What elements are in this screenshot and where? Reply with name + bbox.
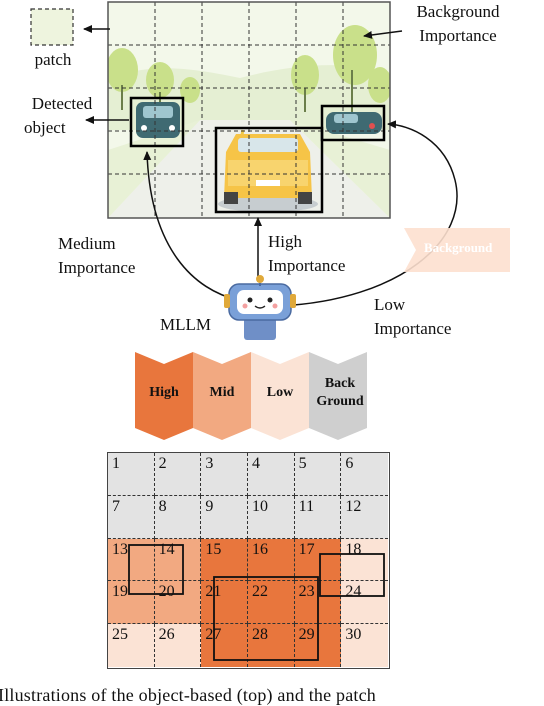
grid-cell-4: 4: [248, 453, 295, 496]
grid-cell-30: 30: [341, 624, 388, 667]
grid-cell-26: 26: [154, 624, 202, 667]
grid-cell-14: 14: [154, 538, 202, 582]
grid-cell-11: 11: [294, 495, 342, 539]
detection-box-left: [129, 96, 185, 148]
grid-cell-25: 25: [108, 624, 155, 667]
car-right: [326, 112, 382, 134]
grid-cell-23: 23: [294, 581, 342, 625]
legend-mid-label: Mid: [209, 385, 235, 400]
grid-cell-27: 27: [201, 624, 248, 667]
grid-cell-15: 15: [201, 538, 248, 582]
scene-diagram: [30, 1, 510, 340]
faded-background-tag: [404, 228, 510, 272]
detection-box-right: [320, 104, 386, 142]
detected-object-label: Detected object: [24, 94, 93, 137]
grid-cell-5: 5: [294, 453, 342, 496]
patch-label: patch: [34, 50, 72, 69]
legend-low-chevron: [251, 352, 309, 440]
grid-cell-12: 12: [341, 495, 388, 539]
car-center: [218, 134, 318, 212]
grid-cell-28: 28: [248, 624, 295, 667]
robot-icon: [224, 275, 296, 340]
figure-caption: Illustrations of the object-based (top) …: [0, 685, 376, 705]
legend-high-chevron: [135, 352, 193, 440]
grid-cell-16: 16: [248, 538, 295, 582]
legend-background-label: Back Ground: [316, 376, 364, 409]
grid-cell-18: 18: [341, 538, 388, 582]
medium-importance-label: Medium Importance: [58, 234, 136, 277]
legend-high-label: High: [149, 385, 179, 400]
faded-tag-label: Background: [424, 240, 493, 255]
grid-cell-13: 13: [108, 538, 155, 582]
grid-cell-20: 20: [154, 581, 202, 625]
grid-cell-19: 19: [108, 581, 155, 625]
low-importance-label: Low Importance: [374, 295, 452, 338]
high-importance-label: High Importance: [268, 232, 346, 275]
importance-legend: [135, 352, 367, 440]
grid-cell-24: 24: [341, 581, 388, 625]
car-left: [136, 102, 180, 138]
arrow-low: [279, 120, 458, 307]
legend-mid-chevron: [193, 352, 251, 440]
grid-cell-1: 1: [108, 453, 155, 496]
grid-cell-17: 17: [294, 538, 342, 582]
grid-cell-22: 22: [248, 581, 295, 625]
grid-cell-6: 6: [341, 453, 388, 496]
grid-cell-21: 21: [201, 581, 248, 625]
grid-cell-7: 7: [108, 495, 155, 539]
tree-right: [291, 25, 390, 103]
arrow-medium: [143, 151, 239, 301]
patch-legend-square: [30, 8, 74, 46]
legend-background-chevron: [309, 352, 367, 440]
street-scene: [108, 2, 390, 218]
grid-cell-29: 29: [294, 624, 342, 667]
detection-box-center: [214, 126, 324, 214]
legend-low-label: Low: [266, 385, 294, 400]
grid-cell-3: 3: [201, 453, 248, 496]
grid-cell-8: 8: [154, 495, 202, 539]
grid-cell-10: 10: [248, 495, 295, 539]
tree-left: [108, 48, 200, 103]
grid-cell-2: 2: [154, 453, 202, 496]
background-importance-label: Background Importance: [416, 2, 500, 45]
mllm-label: MLLM: [160, 315, 211, 334]
grid-cell-9: 9: [201, 495, 248, 539]
